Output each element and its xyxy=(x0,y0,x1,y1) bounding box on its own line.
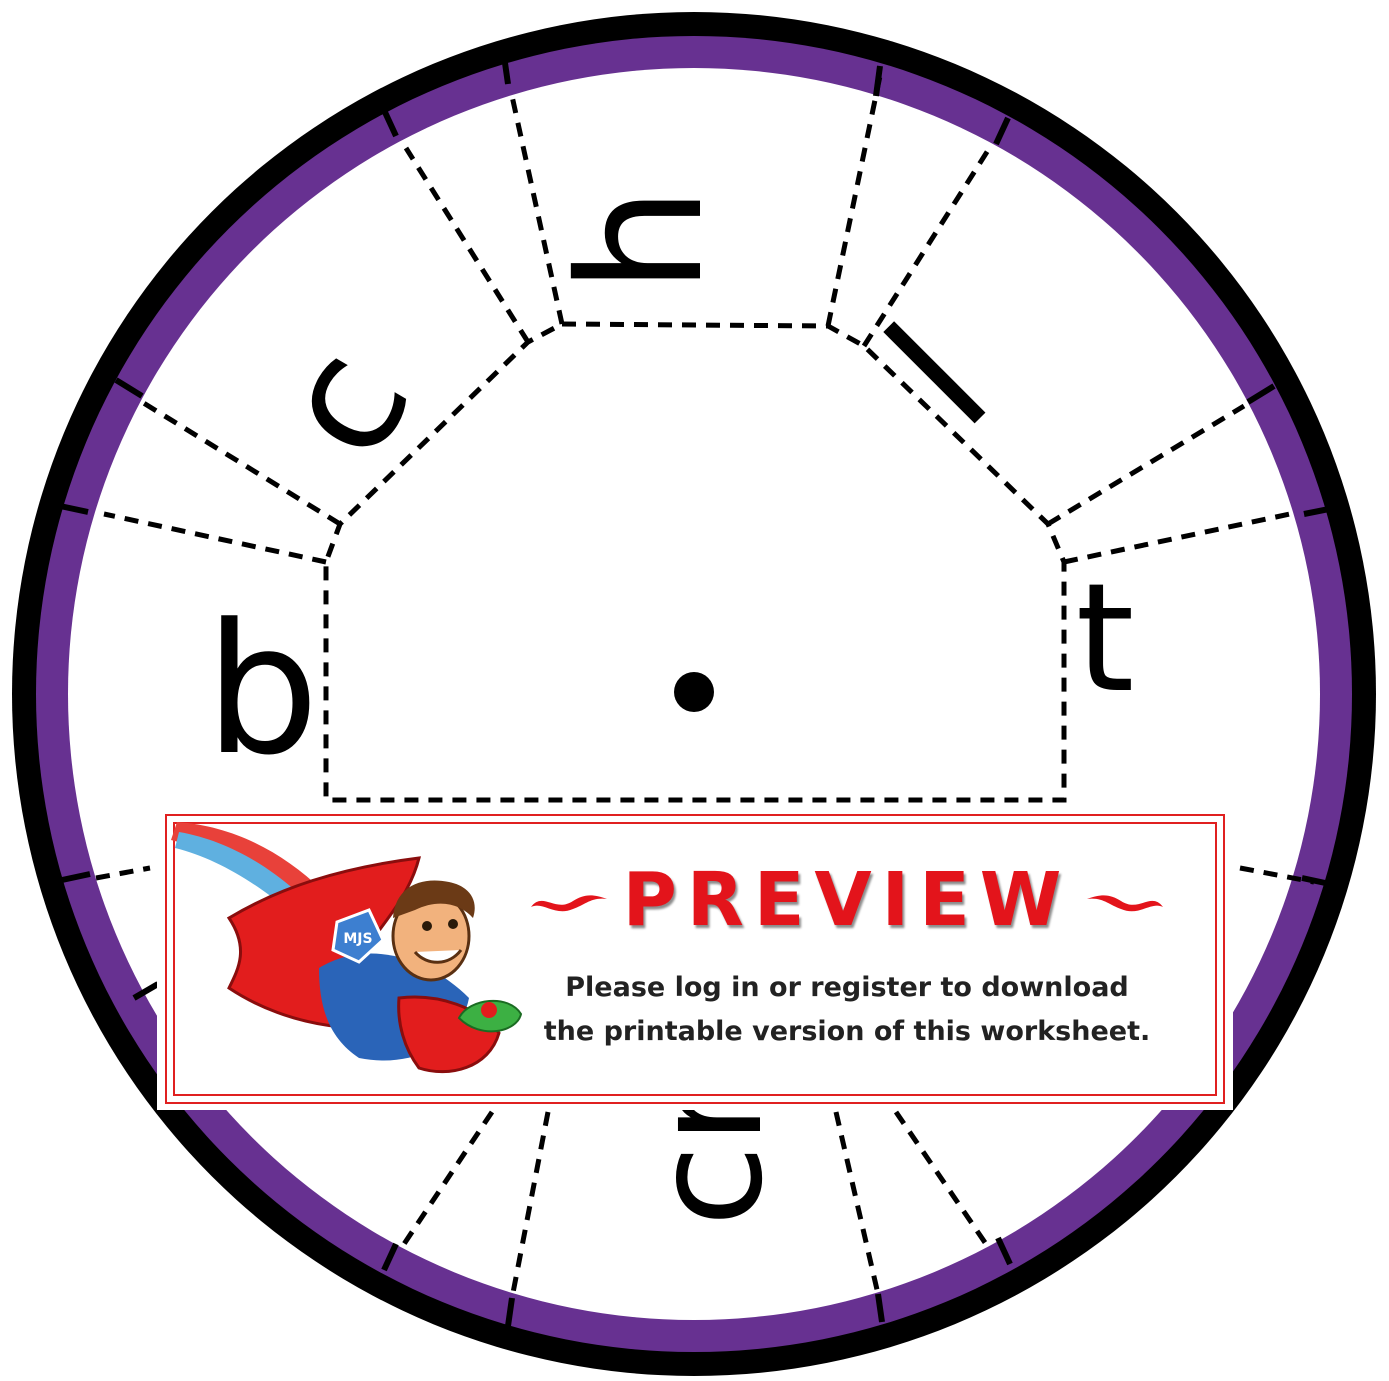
preview-banner: MJS PREVIEW Please log in or register to… xyxy=(157,808,1233,1110)
left-swash-icon xyxy=(529,883,609,917)
preview-title: PREVIEW xyxy=(623,857,1072,943)
message-line-2: the printable version of this worksheet. xyxy=(527,1010,1167,1054)
center-dot xyxy=(674,672,714,712)
letter-right: t xyxy=(1076,552,1135,726)
superhero-mascot-icon: MJS xyxy=(169,818,529,1088)
preview-message: Please log in or register to download th… xyxy=(527,966,1167,1054)
mascot-badge: MJS xyxy=(343,931,372,947)
preview-heading: PREVIEW xyxy=(517,860,1177,940)
letter-top: h xyxy=(543,186,741,294)
message-line-1: Please log in or register to download xyxy=(527,966,1167,1010)
letter-left: b xyxy=(205,586,319,795)
right-swash-icon xyxy=(1085,883,1165,917)
